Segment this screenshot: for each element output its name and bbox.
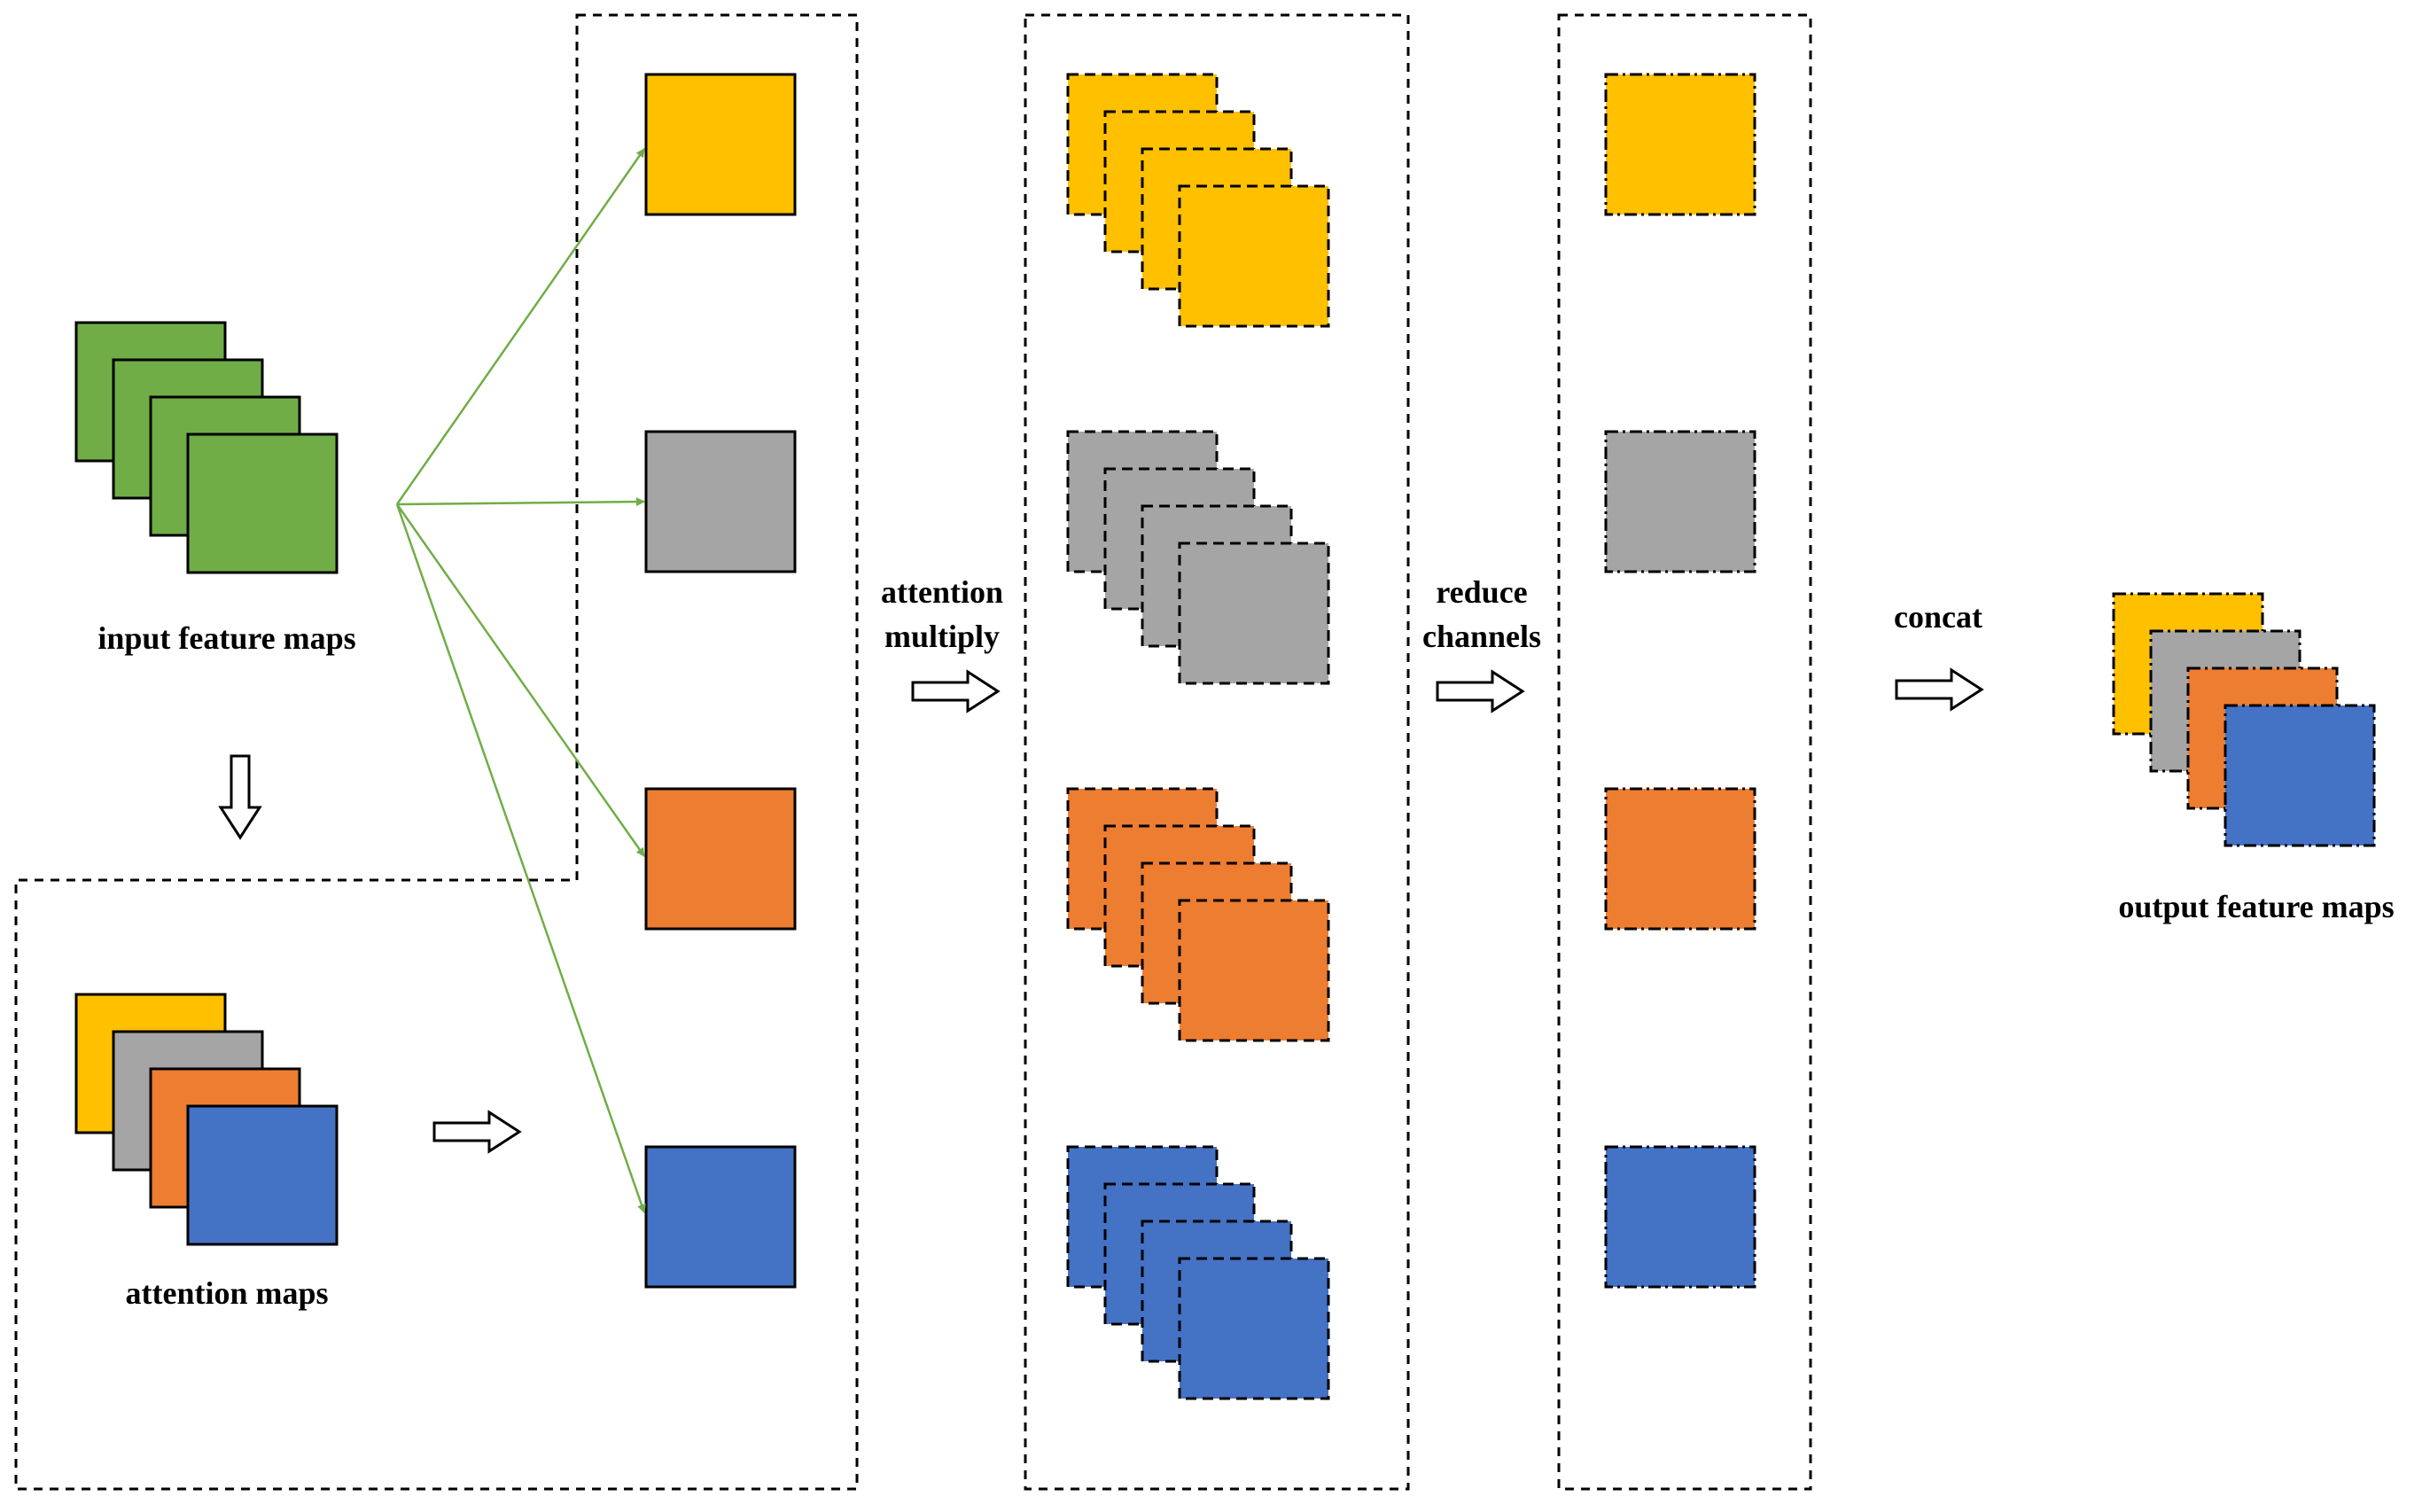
- input-feature-map-square: [186, 433, 339, 574]
- green-arrow-yellow: [395, 148, 646, 505]
- attention-multiply-label-line2: multiply: [884, 619, 1000, 654]
- reduced-square-yellow: [1604, 73, 1756, 216]
- reduce-channels-label-line1: reduce: [1436, 574, 1527, 610]
- right-arrow-icon: [432, 1110, 522, 1154]
- multiplied-stack-gray: [1066, 430, 1330, 685]
- multiplied-square-yellow: [1178, 184, 1330, 328]
- dashed-group-boxes: [14, 13, 1812, 1491]
- multiplied-feature-stacks: [1066, 73, 1330, 1400]
- multiplied-stack-blue: [1066, 1145, 1330, 1400]
- output-feature-maps-stack: [2112, 592, 2376, 847]
- reduced-square-gray: [1604, 430, 1756, 573]
- green-arrow-orange: [395, 503, 646, 857]
- input-feature-maps-label: input feature maps: [97, 620, 355, 656]
- right-arrow-icon: [911, 669, 1001, 713]
- split-attention-squares: [644, 73, 797, 1289]
- split-attention-square-gray: [644, 430, 797, 573]
- right-arrow-icon: [1895, 667, 1984, 712]
- split-group-box: [14, 13, 859, 1491]
- down-arrow-icon: [218, 754, 262, 840]
- hollow-arrows: [218, 667, 1984, 1154]
- green-arrow-gray: [396, 497, 645, 507]
- split-attention-square-yellow: [644, 73, 797, 216]
- reduced-square-blue: [1604, 1145, 1756, 1289]
- multiplied-square-orange: [1178, 899, 1330, 1042]
- attention-map-square-blue: [186, 1104, 339, 1246]
- reduce-channels-label-line2: channels: [1422, 619, 1541, 654]
- concat-label: concat: [1894, 599, 1982, 635]
- attention-maps-label: attention maps: [125, 1275, 328, 1311]
- green-arrow-blue: [395, 503, 646, 1213]
- multiplied-stack-orange: [1066, 787, 1330, 1042]
- split-attention-square-blue: [644, 1145, 797, 1289]
- split-attention-square-orange: [644, 787, 797, 931]
- right-arrow-icon: [1436, 669, 1525, 713]
- attention-maps-stack: [74, 993, 339, 1246]
- output-feature-maps-label: output feature maps: [2118, 889, 2394, 924]
- multiplied-square-gray: [1178, 542, 1330, 685]
- multiplied-stack-yellow: [1066, 73, 1330, 328]
- reduce-group-box: [1557, 13, 1812, 1491]
- multiply-group-box: [1024, 13, 1410, 1491]
- green-arrows: [395, 148, 646, 1213]
- output-square-blue: [2224, 704, 2376, 847]
- reduced-square-orange: [1604, 787, 1756, 931]
- reduced-channel-squares: [1604, 73, 1756, 1289]
- multiplied-square-blue: [1178, 1257, 1330, 1400]
- input-feature-maps-stack: [74, 321, 339, 574]
- attention-multiply-label-line1: attention: [881, 574, 1003, 610]
